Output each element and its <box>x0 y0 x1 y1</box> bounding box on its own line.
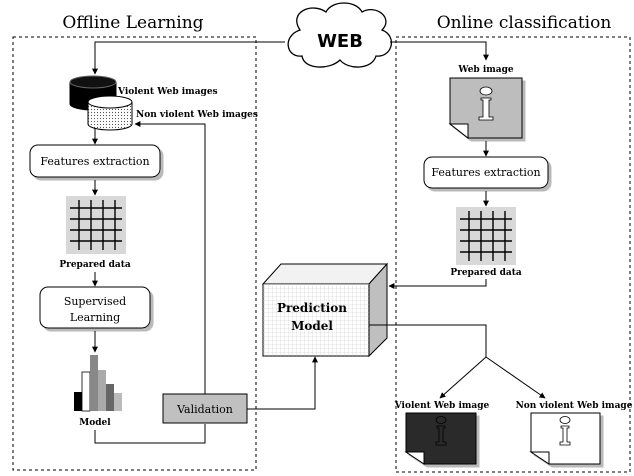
model-label: Model <box>79 418 111 428</box>
validation-feedback-arrow <box>134 121 206 394</box>
online-web-image-icon <box>448 77 523 140</box>
violent-output-label: Violent Web image <box>394 401 490 411</box>
database-nonviolent-icon <box>87 95 133 131</box>
offline-prepared-data-label: Prepared data <box>59 260 131 270</box>
validation-to-prediction-arrow <box>247 356 318 410</box>
validation-label: Validation <box>176 403 233 416</box>
nonviolent-output-label: Non violent Web image <box>516 401 633 411</box>
database-nonviolent-label: Non violent Web images <box>136 110 258 120</box>
offline-features-extraction-label: Features extraction <box>40 155 149 168</box>
offline-features-extraction-box <box>29 144 161 178</box>
offline-section-title: Offline Learning <box>62 13 203 33</box>
online-section-title: Online classification <box>437 13 612 33</box>
web-to-offline-arrow <box>92 41 285 75</box>
online-prepared-data-label: Prepared data <box>450 268 522 278</box>
prediction-to-split-line <box>369 324 487 357</box>
split-to-violent-arrow <box>439 356 487 399</box>
offline-prepared-data-icon <box>66 196 126 254</box>
online-prepared-data-icon <box>456 207 516 265</box>
online-data-to-prediction-arrow <box>388 279 487 289</box>
nonviolent-output-image-icon <box>529 412 601 465</box>
database-violent-label: Violent Web images <box>117 87 218 97</box>
web-label: WEB <box>317 31 363 52</box>
supervised-learning-label-line2: Learning <box>70 311 120 324</box>
online-features-extraction-label: Features extraction <box>431 166 540 179</box>
prediction-model-label-line1: Prediction <box>277 301 347 315</box>
model-to-validation-line <box>94 424 206 444</box>
web-to-online-arrow <box>390 41 489 61</box>
prediction-model-cube <box>261 262 389 358</box>
online-features-extraction-box <box>423 156 549 189</box>
model-histogram-icon <box>74 355 122 412</box>
supervised-learning-box <box>39 286 151 329</box>
offline-frame <box>12 36 257 471</box>
web-cloud: WEB <box>287 2 392 68</box>
online-web-image-label: Web image <box>457 65 514 75</box>
prediction-model-label-line2: Model <box>291 319 333 333</box>
split-to-nonviolent-arrow <box>485 356 546 399</box>
violent-output-image-icon <box>404 412 477 465</box>
online-frame <box>395 36 631 473</box>
supervised-learning-label-line1: Supervised <box>64 295 126 308</box>
